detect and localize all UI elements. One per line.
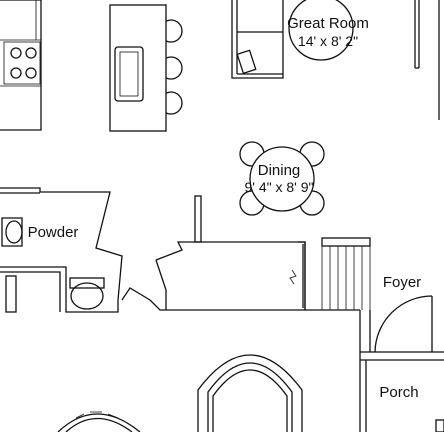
chair-icon [57,411,141,432]
great-room-dims: 14' x 8' 2" [298,33,358,49]
vanity-sink-icon [1,217,23,247]
staircase [289,237,371,310]
powder-room-walls [0,187,123,313]
dining-dims: 9' 4" x 8' 9" [245,179,314,195]
powder-door [5,275,17,313]
dining-name: Dining [258,162,301,179]
porch-name: Porch [379,384,418,401]
toilet-icon [69,277,105,310]
kitchen-island [109,4,183,132]
foyer-name: Foyer [383,274,421,291]
porch-walls [365,360,444,432]
round-rug [288,0,354,61]
bed-icon [197,354,303,432]
front-door-swing [374,295,433,353]
interior-walls [121,195,360,311]
kitchen-counter [0,0,42,131]
cooktop-icon [3,41,41,85]
sofa-icon [231,0,284,79]
foyer-walls [359,296,444,432]
dining-table [239,141,325,216]
great-room-name: Great Room [287,15,369,32]
great-room-window [414,0,440,120]
powder-name: Powder [28,224,79,241]
sink-icon [114,46,144,102]
